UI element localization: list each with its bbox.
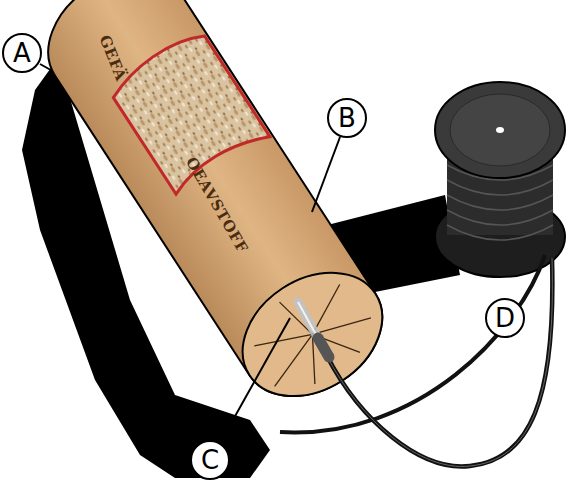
callout-number: A xyxy=(2,33,42,73)
leader-line xyxy=(220,318,290,443)
callout-number: B xyxy=(327,98,367,138)
callout-circle xyxy=(3,34,41,72)
wire xyxy=(280,255,545,432)
leader-line xyxy=(312,137,340,212)
wire xyxy=(327,258,552,466)
callout-circle xyxy=(328,99,366,137)
callout-number: C xyxy=(190,440,230,480)
wire-spool xyxy=(435,82,565,277)
callout-circle xyxy=(191,441,229,479)
callout-circle xyxy=(486,299,524,337)
callout-number: D xyxy=(485,298,525,338)
detonator xyxy=(298,302,329,357)
dynamite-stick xyxy=(25,0,405,421)
